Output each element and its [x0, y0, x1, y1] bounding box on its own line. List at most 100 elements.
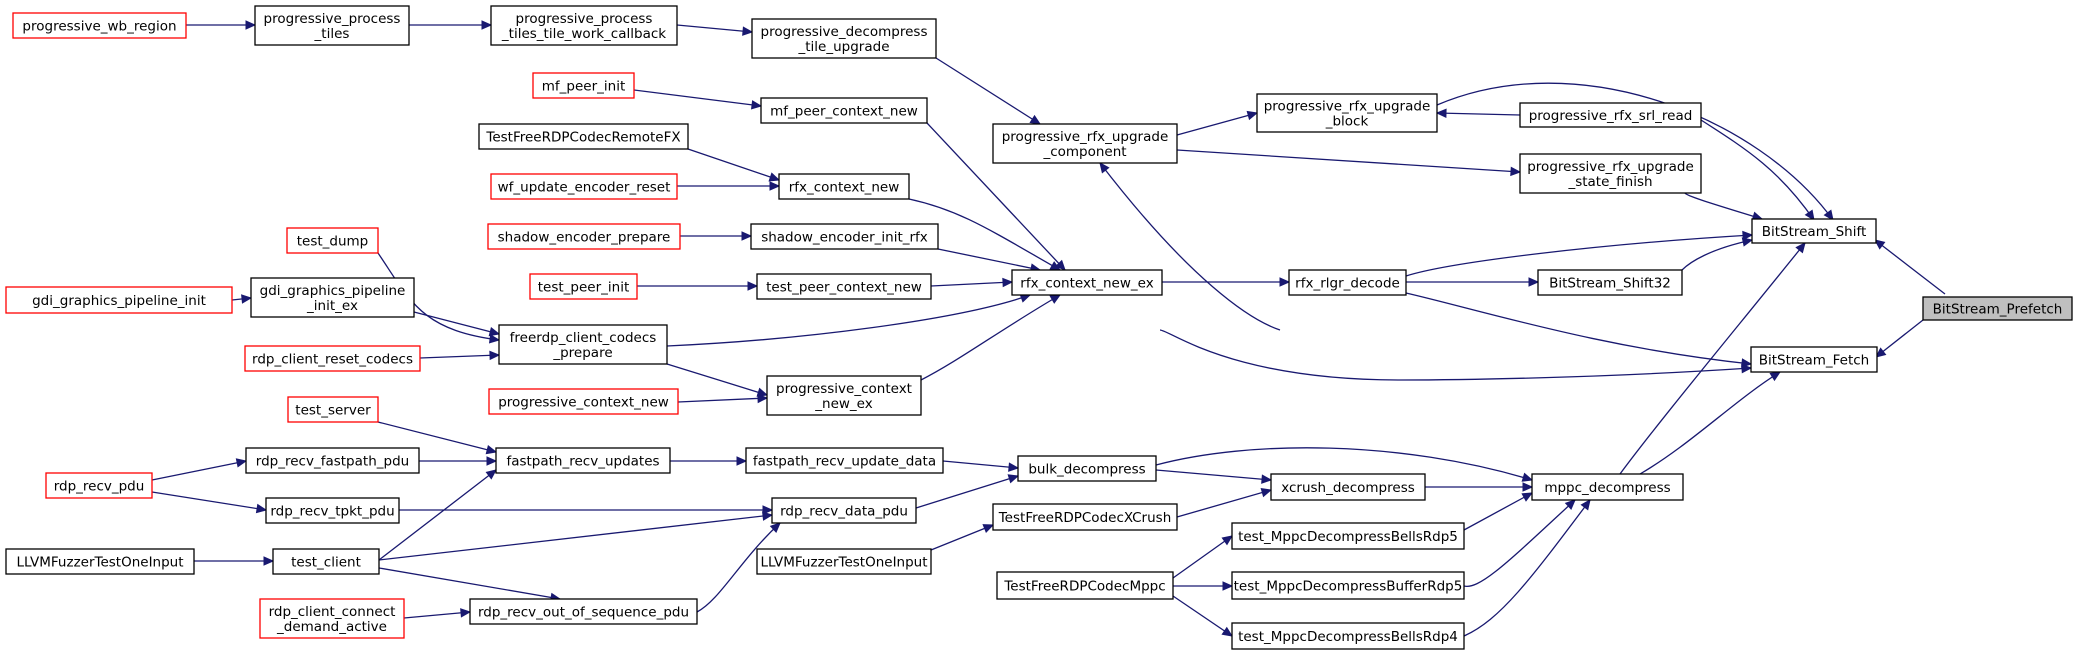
node-label: progressive_process — [264, 11, 401, 27]
function-node[interactable]: gdi_graphics_pipeline_init_ex — [250, 277, 415, 318]
node-box — [286, 227, 379, 254]
node-label: BitStream_Shift — [1762, 224, 1867, 240]
function-node[interactable]: test_dump — [286, 227, 379, 254]
function-node[interactable]: LLVMFuzzerTestOneInput — [5, 548, 195, 575]
function-node[interactable]: shadow_encoder_init_rfx — [750, 223, 939, 250]
function-node[interactable]: fastpath_recv_update_data — [745, 447, 944, 474]
call-edge-13 — [1176, 149, 1522, 177]
call-edge-28 — [930, 277, 1014, 288]
edge-arrowhead — [1510, 166, 1522, 177]
function-node[interactable]: test_MppcDecompressBufferRdp5 — [1231, 571, 1465, 600]
edge-arrowhead — [757, 393, 769, 404]
edge-line — [1463, 499, 1591, 637]
function-node[interactable]: progressive_process_tiles — [254, 5, 410, 46]
function-node[interactable]: progressive_process_tiles_tile_work_call… — [490, 5, 678, 46]
function-node[interactable]: fastpath_recv_updates — [495, 447, 671, 474]
function-node[interactable]: rdp_recv_data_pdu — [771, 497, 917, 524]
function-node[interactable]: progressive_wb_region — [12, 12, 187, 39]
call-edge-5 — [1681, 237, 1754, 271]
edge-line — [1405, 234, 1753, 277]
function-node[interactable]: BitStream_Shift32 — [1537, 269, 1683, 296]
node-label: progressive_rfx_upgrade — [1264, 99, 1431, 115]
edge-arrowhead — [488, 334, 501, 344]
function-node[interactable]: progressive_rfx_upgrade_state_finish — [1519, 153, 1702, 194]
edge-line — [419, 354, 500, 359]
function-node[interactable]: gdi_graphics_pipeline_init — [5, 286, 233, 314]
function-node[interactable]: xcrush_decompress — [1270, 473, 1426, 501]
function-node[interactable]: bulk_decompress — [1017, 455, 1157, 482]
function-node[interactable]: BitStream_Shift — [1751, 218, 1877, 244]
call-edge-18 — [676, 24, 754, 36]
edge-arrowhead — [1875, 347, 1887, 358]
node-box — [760, 97, 928, 124]
function-node[interactable]: freerdp_client_codecs_prepare — [498, 324, 668, 365]
node-label: fastpath_recv_updates — [506, 454, 659, 470]
function-node[interactable]: progressive_decompress_tile_upgrade — [751, 18, 937, 59]
function-node[interactable]: rdp_recv_fastpath_pdu — [245, 447, 420, 474]
function-node[interactable]: progressive_rfx_upgrade_block — [1256, 93, 1438, 133]
node-label: freerdp_client_codecs — [510, 330, 657, 346]
call-edge-34 — [377, 252, 501, 344]
edge-line — [1639, 371, 1781, 475]
edge-line — [377, 252, 500, 341]
function-node[interactable]: test_peer_init — [529, 273, 638, 300]
node-box — [259, 598, 405, 639]
node-label: rdp_recv_pdu — [54, 479, 145, 495]
call-edge-44 — [1155, 469, 1273, 484]
node-label: rfx_context_new — [789, 180, 900, 196]
function-node[interactable]: mppc_decompress — [1531, 473, 1684, 501]
function-node[interactable]: progressive_context_new — [488, 388, 679, 415]
function-node[interactable]: test_peer_context_new — [756, 273, 932, 300]
function-node[interactable]: rdp_recv_tpkt_pdu — [265, 497, 400, 524]
function-node[interactable]: test_server — [287, 396, 379, 423]
function-node[interactable]: rfx_context_new_ex — [1011, 269, 1163, 296]
call-edge-38 — [1425, 482, 1534, 492]
edge-line — [1099, 162, 1281, 331]
node-label: progressive_rfx_upgrade — [1002, 129, 1169, 145]
function-node[interactable]: test_MppcDecompressBellsRdp4 — [1231, 622, 1465, 650]
call-edge-17 — [935, 57, 1042, 125]
function-node[interactable]: rdp_client_connect_demand_active — [259, 598, 405, 639]
call-edge-43 — [1176, 488, 1273, 518]
node-label: _tiles_tile_work_callback — [501, 26, 666, 42]
call-edge-53 — [399, 505, 774, 515]
function-node[interactable]: LLVMFuzzerTestOneInput — [756, 548, 932, 575]
function-node[interactable]: rdp_recv_out_of_sequence_pdu — [469, 598, 698, 625]
node-box — [745, 447, 944, 474]
function-node[interactable]: TestFreeRDPCodecRemoteFX — [478, 123, 689, 150]
call-edge-4 — [1405, 230, 1754, 277]
function-node[interactable]: wf_update_encoder_reset — [490, 173, 678, 200]
function-node[interactable]: TestFreeRDPCodecXCrush — [992, 503, 1178, 531]
function-node[interactable]: rdp_recv_pdu — [45, 472, 153, 499]
function-node[interactable]: rfx_rlgr_decode — [1288, 269, 1407, 296]
function-node[interactable]: rfx_context_new — [778, 173, 910, 200]
function-node[interactable]: TestFreeRDPCodecMppc — [996, 571, 1174, 600]
edge-arrowhead — [741, 231, 753, 241]
call-edge-45 — [942, 460, 1020, 472]
edge-arrowhead — [235, 458, 248, 468]
node-box — [1288, 269, 1407, 296]
call-edge-40 — [1463, 492, 1534, 531]
edge-arrowhead — [1741, 237, 1754, 247]
edge-line — [1684, 192, 1763, 220]
function-node[interactable]: mf_peer_init — [532, 72, 635, 99]
function-node[interactable]: BitStream_Fetch — [1750, 346, 1878, 373]
edge-arrowhead — [1769, 371, 1782, 382]
node-box — [1519, 153, 1702, 194]
function-node[interactable]: test_MppcDecompressBellsRdp5 — [1231, 522, 1465, 550]
function-node[interactable]: rdp_client_reset_codecs — [244, 345, 421, 372]
node-box — [1270, 473, 1426, 501]
node-label: gdi_graphics_pipeline_init — [32, 293, 206, 309]
function-node[interactable]: shadow_encoder_prepare — [487, 223, 681, 250]
edge-arrowhead — [1874, 239, 1886, 250]
function-node[interactable]: progressive_context_new_ex — [766, 375, 922, 416]
edge-arrowhead — [750, 100, 763, 110]
function-node[interactable]: test_client — [272, 548, 380, 575]
edge-line — [937, 248, 1041, 271]
function-node[interactable]: progressive_rfx_upgrade_component — [992, 123, 1178, 164]
node-label: BitStream_Prefetch — [1933, 302, 2063, 318]
function-node[interactable]: mf_peer_context_new — [760, 97, 928, 124]
function-node[interactable]: progressive_rfx_srl_read — [1519, 102, 1702, 128]
node-label: _component — [1042, 144, 1126, 160]
edge-arrowhead — [1029, 114, 1042, 125]
